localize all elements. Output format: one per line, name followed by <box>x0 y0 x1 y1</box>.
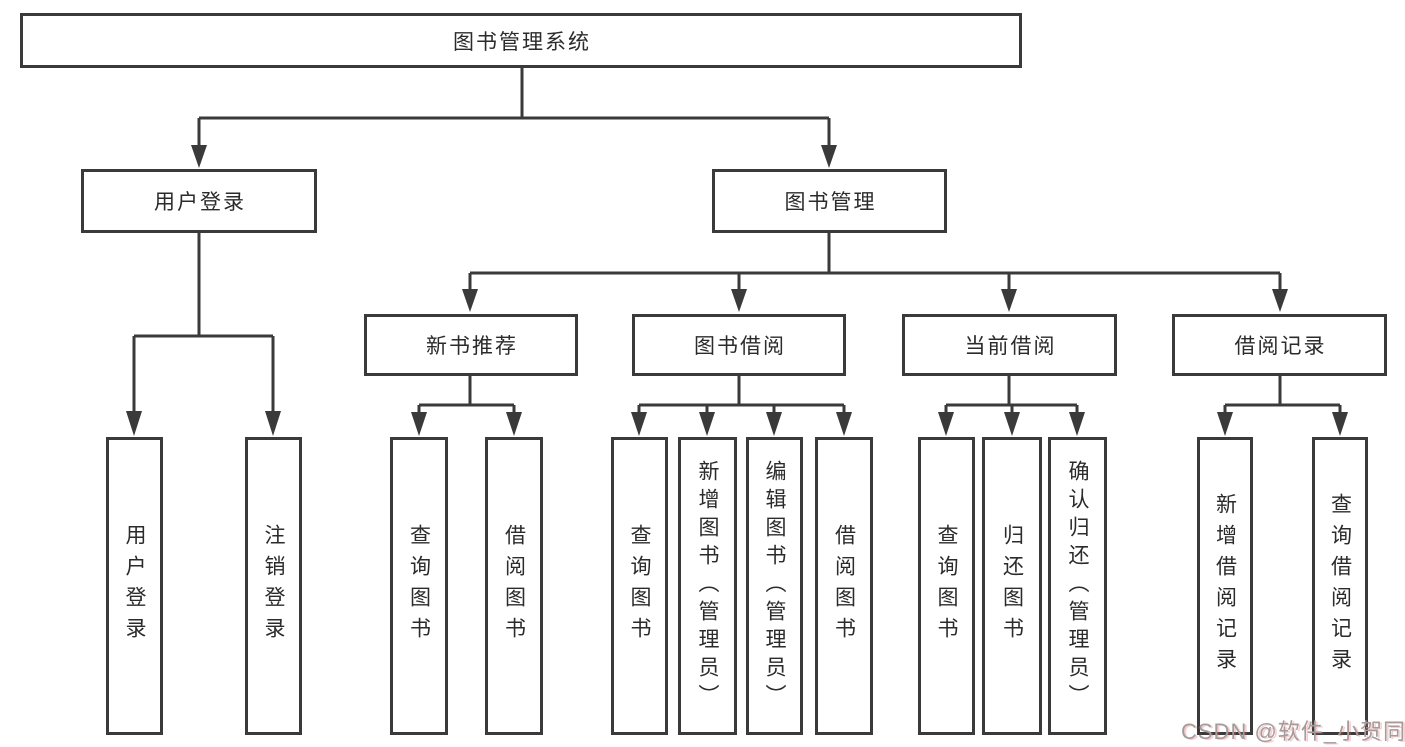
leaf-edit-books-admin: 编辑图书（管理员） <box>746 437 803 735</box>
node-label: 查询借阅记录 <box>1328 493 1352 679</box>
leaf-add-books-admin: 新增图书（管理员） <box>678 437 737 735</box>
leaf-borrow-books-recommend: 借阅图书 <box>485 437 543 735</box>
node-label: 注销登录 <box>262 524 285 648</box>
node-label: 新增图书（管理员） <box>696 460 719 712</box>
node-book-management: 图书管理 <box>712 169 947 233</box>
node-label: 用户登录 <box>123 524 146 648</box>
node-label: 图书管理 <box>784 191 877 214</box>
node-label: 查询图书 <box>628 524 651 648</box>
leaf-confirm-return-admin: 确认归还（管理员） <box>1048 437 1107 735</box>
leaf-search-books-borrow: 查询图书 <box>611 437 668 735</box>
node-library-management-system: 图书管理系统 <box>20 13 1022 68</box>
leaf-return-books: 归还图书 <box>982 437 1042 735</box>
node-label: 用户登录 <box>154 191 246 214</box>
node-current-borrowing: 当前借阅 <box>902 314 1117 376</box>
node-label: 确认归还（管理员） <box>1066 460 1089 712</box>
node-label: 借阅图书 <box>832 524 856 648</box>
node-label: 新书推荐 <box>426 335 518 358</box>
leaf-logout: 注销登录 <box>245 437 302 735</box>
node-user-login: 用户登录 <box>81 169 317 233</box>
leaf-search-borrow-record: 查询借阅记录 <box>1312 437 1368 735</box>
node-new-book-recommendation: 新书推荐 <box>364 314 578 376</box>
node-label: 归还图书 <box>1000 524 1024 648</box>
node-label: 编辑图书（管理员） <box>763 460 786 712</box>
leaf-borrow-books: 借阅图书 <box>815 437 873 735</box>
leaf-user-login: 用户登录 <box>106 437 163 735</box>
node-label: 图书借阅 <box>694 335 786 358</box>
node-borrowing-records: 借阅记录 <box>1172 314 1387 376</box>
leaf-add-borrow-record: 新增借阅记录 <box>1197 437 1253 735</box>
node-book-borrowing: 图书借阅 <box>632 314 846 376</box>
node-label: 借阅图书 <box>502 524 526 648</box>
leaf-search-books-current: 查询图书 <box>918 437 975 735</box>
node-label: 查询图书 <box>407 524 431 648</box>
leaf-search-books-recommend: 查询图书 <box>390 437 448 735</box>
csdn-watermark: CSDN @软件_小贺同学 <box>1181 719 1405 744</box>
node-label: 图书管理系统 <box>453 30 591 54</box>
node-label: 当前借阅 <box>964 335 1057 358</box>
node-label: 新增借阅记录 <box>1213 493 1237 679</box>
node-label: 查询图书 <box>935 524 958 648</box>
node-label: 借阅记录 <box>1234 335 1327 358</box>
